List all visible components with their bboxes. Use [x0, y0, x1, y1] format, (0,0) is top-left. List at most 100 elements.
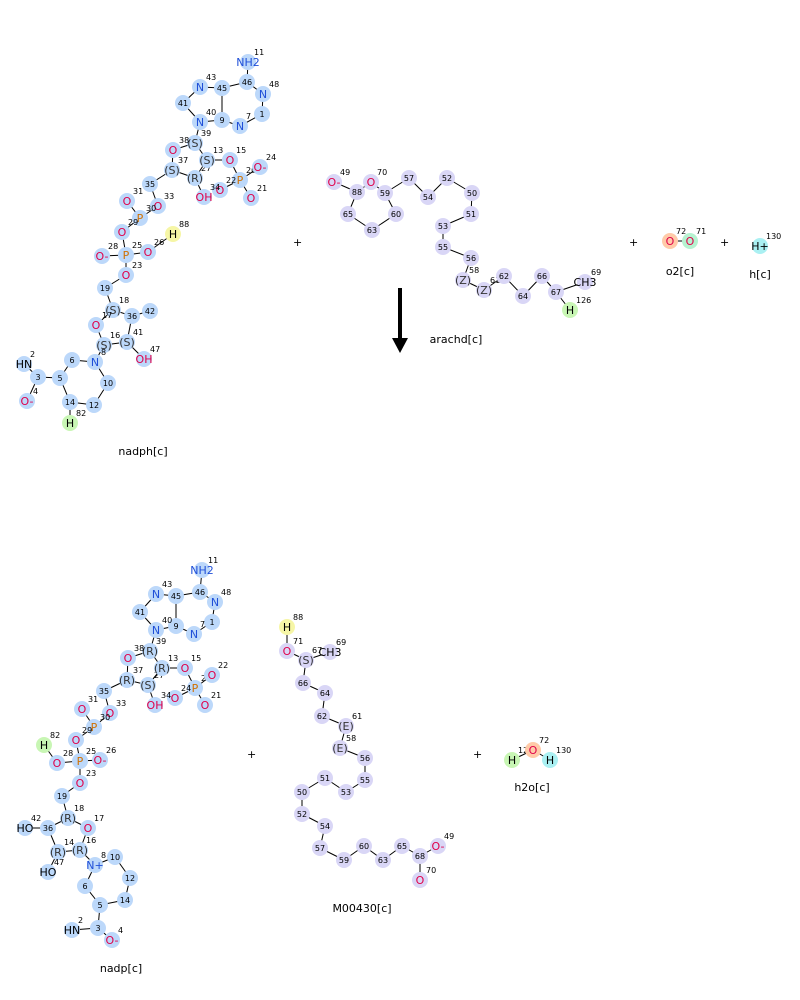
atom-number: 130 [556, 746, 571, 755]
atom-symbol: (R) [50, 846, 66, 859]
atom-symbol: H [283, 621, 291, 634]
atom: O-49 [326, 168, 350, 190]
atom: O33 [150, 192, 174, 214]
atom-number: 47 [54, 858, 64, 867]
atom-number: 58 [469, 266, 479, 275]
atom-number: 70 [377, 168, 387, 177]
plus-sign: + [629, 236, 638, 249]
atom: 63 [364, 222, 380, 238]
atom-symbol: O [201, 699, 210, 712]
atom-number: 53 [438, 222, 448, 231]
atom-highlight [90, 920, 106, 936]
atom-number: 71 [293, 637, 303, 646]
atom-number: 7 [200, 620, 205, 629]
atom-number: 35 [99, 687, 109, 696]
atom-number: 65 [343, 210, 353, 219]
atom-highlight [88, 317, 104, 333]
atom-number: 21 [257, 184, 267, 193]
atom-number: 11 [254, 48, 264, 57]
atom-highlight [187, 135, 203, 151]
atom-highlight [177, 660, 193, 676]
molecule-name-nadp: nadp[c] [100, 962, 142, 975]
atom: 66 [295, 675, 311, 691]
atom-number: 41 [133, 328, 143, 337]
atom-highlight [140, 677, 156, 693]
atom-highlight [40, 820, 56, 836]
atom: 55 [357, 772, 373, 788]
atom-symbol: (R) [72, 844, 88, 857]
atom-highlight [240, 54, 256, 70]
atom-highlight [36, 737, 52, 753]
atom: 10 [100, 375, 116, 391]
atom-highlight [167, 690, 183, 706]
atom-number: 10 [103, 379, 113, 388]
atom-number: 46 [242, 78, 252, 87]
atom: O17 [80, 814, 104, 836]
atom: 50 [294, 784, 310, 800]
atom-highlight [132, 604, 148, 620]
atom-highlight [164, 162, 180, 178]
atom-number: 6 [69, 356, 74, 365]
atom: 56 [357, 750, 373, 766]
atom: 55 [435, 239, 451, 255]
atom-number: 33 [164, 192, 174, 201]
atom-highlight [662, 233, 678, 249]
atom-number: 71 [696, 227, 706, 236]
atom-number: 126 [576, 296, 591, 305]
atom: O-28 [94, 242, 118, 264]
atom: 62 [314, 708, 330, 724]
atom: 68 [412, 848, 428, 864]
atom: O71 [682, 227, 706, 249]
atom: O23 [72, 769, 96, 791]
atom-symbol: O [208, 669, 217, 682]
atom-symbol: N [91, 356, 99, 369]
molecule-name-nadph: nadph[c] [118, 445, 167, 458]
atom-symbol: P [77, 755, 84, 768]
atom-number: 88 [293, 613, 303, 622]
atom-symbol: HO [17, 822, 34, 835]
atom-symbol: O [92, 319, 101, 332]
atom-highlight [86, 719, 102, 735]
atom: (S)18 [105, 296, 129, 318]
atom-number: 63 [378, 856, 388, 865]
atom-symbol: O [154, 200, 163, 213]
atom-number: 82 [50, 731, 60, 740]
atom-number: 38 [134, 644, 144, 653]
atom-symbol: N [236, 120, 244, 133]
atom-number: 36 [127, 312, 137, 321]
atom: O22 [212, 176, 236, 198]
atom-number: 24 [181, 684, 191, 693]
atom: H88 [279, 613, 303, 635]
atom-symbol: O [106, 707, 115, 720]
atom: 50 [464, 185, 480, 201]
atom-symbol: O [124, 652, 133, 665]
atom-highlight [119, 193, 135, 209]
atom: O21 [243, 184, 267, 206]
atom-symbol: O [72, 734, 81, 747]
atom-symbol: N [196, 81, 204, 94]
atom-number: 69 [336, 638, 346, 647]
atom-symbol: (S) [105, 304, 121, 317]
atom-symbol: (R) [154, 662, 170, 675]
molecule-arachd: O-4988O70656360595754525051535556(Z)58(Z… [326, 168, 601, 318]
reaction-arrow [392, 288, 408, 353]
atom-highlight [192, 584, 208, 600]
atom-highlight [214, 80, 230, 96]
atom: N43 [148, 580, 172, 602]
atom: 54 [317, 818, 333, 834]
atom-number: 40 [162, 616, 172, 625]
atom-number: 11 [208, 556, 218, 565]
atom-symbol: (S) [140, 679, 156, 692]
atom-symbol: N [190, 628, 198, 641]
atom-symbol: N+ [86, 859, 103, 872]
atom-number: 22 [218, 661, 228, 670]
atom: 56 [463, 250, 479, 266]
atom-number: 33 [116, 699, 126, 708]
atom-highlight [357, 772, 373, 788]
atom-highlight [142, 303, 158, 319]
